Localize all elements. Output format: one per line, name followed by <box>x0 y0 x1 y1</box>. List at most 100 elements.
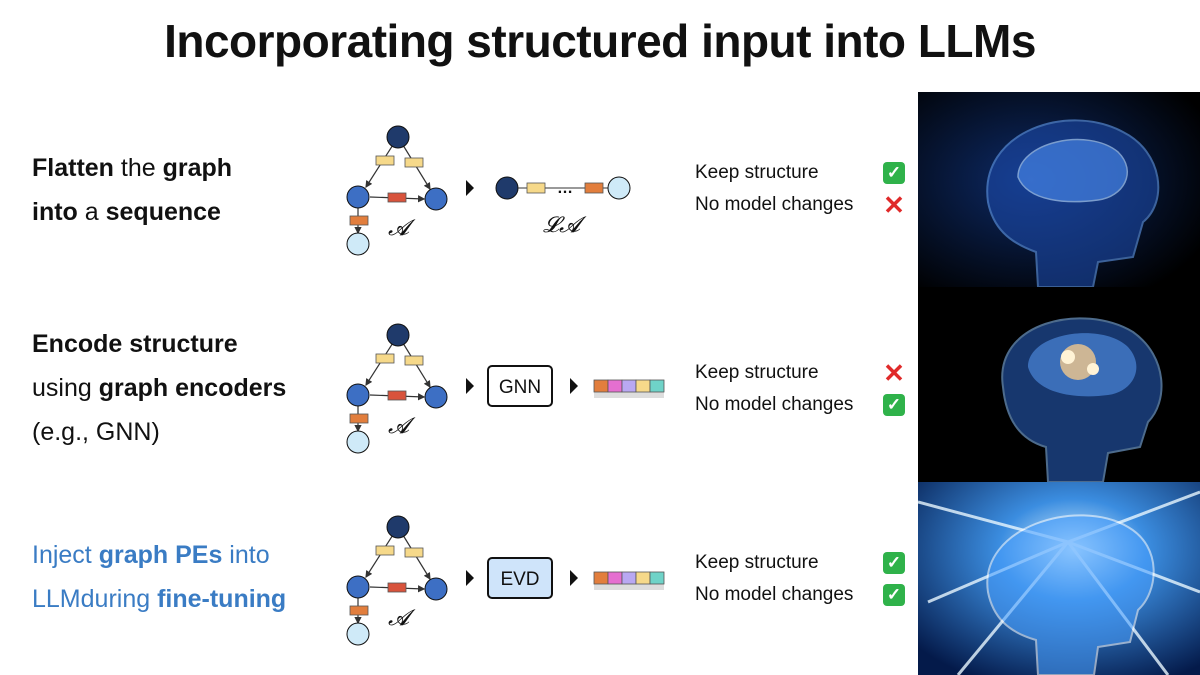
edge-token <box>349 413 369 424</box>
gnn-encoder-label: GNN <box>499 377 541 398</box>
graph-node <box>424 577 448 601</box>
edge-token <box>375 155 395 166</box>
description-line: into a sequence <box>32 190 232 234</box>
graph-node <box>386 515 410 539</box>
keep-structure-row: Keep structure ✕ <box>695 357 905 389</box>
description-segment: Inject <box>32 541 99 569</box>
description-line: Encode structure <box>32 322 286 366</box>
graph-node <box>346 430 370 454</box>
no-model-changes-mark: ✕ <box>883 190 905 220</box>
edge-token <box>387 192 407 203</box>
graph-node <box>346 232 370 256</box>
edge-token <box>404 547 424 558</box>
evd-encoder-label: EVD <box>500 569 539 590</box>
embedding-cell <box>607 571 623 585</box>
embedding-cell <box>649 379 665 393</box>
edge-token <box>387 582 407 593</box>
description-line: using graph encoders <box>32 366 286 410</box>
arrow-icon <box>570 570 578 586</box>
description-segment: graph PEs <box>98 541 223 569</box>
row-3-diagram: 𝓐 EVD <box>346 515 665 646</box>
diagram-canvas: 𝓐 … 𝓛𝓐 𝓐 GNN 𝓐 EVD <box>346 125 665 646</box>
graph-label: 𝓐 <box>388 216 416 241</box>
row-2-diagram: 𝓐 GNN <box>346 323 665 454</box>
embedding-shadow <box>594 392 664 398</box>
graph-node <box>346 383 370 407</box>
no-model-changes-mark: ✓ <box>883 394 905 416</box>
brain-image-glowing <box>918 287 1200 482</box>
evd-encoder-box <box>487 557 553 599</box>
sequence-token <box>584 182 604 194</box>
description-segment: graph <box>162 154 233 182</box>
graph-node <box>346 622 370 646</box>
graph-node <box>346 575 370 599</box>
description-segment: into <box>222 541 270 569</box>
description-segment: Encode structure <box>32 330 238 358</box>
keep-structure-row: Keep structure ✓ <box>695 157 905 189</box>
arrow-icon <box>570 378 578 394</box>
row-1-diagram: 𝓐 … 𝓛𝓐 <box>346 125 631 256</box>
keep-structure-mark: ✓ <box>883 162 905 184</box>
graph-node <box>386 125 410 149</box>
description-line: Flatten the graph <box>32 146 232 190</box>
keep-structure-mark: ✕ <box>883 358 905 388</box>
embedding-cell <box>621 379 637 393</box>
graph-node <box>386 323 410 347</box>
brain-image-radiant <box>918 482 1200 675</box>
brain-image-small <box>918 92 1200 287</box>
slide-title: Incorporating structured input into LLMs <box>164 15 1036 67</box>
edge-token <box>404 157 424 168</box>
no-model-changes-mark: ✓ <box>883 584 905 606</box>
edge-token <box>349 605 369 616</box>
keep-structure-label: Keep structure <box>695 362 819 383</box>
row-2-description: Encode structure using graph encoders (e.g… <box>32 322 286 454</box>
sequence-token <box>526 182 546 194</box>
row-1-properties: Keep structure ✓ No model changes ✕ <box>695 157 905 221</box>
description-segment: into <box>32 198 78 226</box>
keep-structure-mark: ✓ <box>883 552 905 574</box>
gnn-encoder-box <box>487 365 553 407</box>
graph-label: 𝓐 <box>388 414 416 439</box>
no-model-changes-row: No model changes ✕ <box>695 189 905 221</box>
description-segment: the <box>113 154 163 182</box>
description-segment: sequence <box>105 198 221 226</box>
embedding-cell <box>621 571 637 585</box>
no-model-changes-label: No model changes <box>695 394 854 415</box>
graph-node <box>424 187 448 211</box>
edge-token <box>349 215 369 226</box>
row-2-properties: Keep structure ✕ No model changes ✓ <box>695 357 905 421</box>
edge-token <box>375 353 395 364</box>
sequence-label: 𝓛𝓐 <box>543 213 587 238</box>
graph-node <box>346 185 370 209</box>
embedding-cell <box>635 379 651 393</box>
sequence-ellipsis: … <box>557 180 573 197</box>
edge-token <box>375 545 395 556</box>
description-segment: (e.g., GNN) <box>32 418 160 446</box>
embedding-cell <box>593 379 609 393</box>
no-model-changes-row: No model changes ✓ <box>695 389 905 421</box>
description-line: (e.g., GNN) <box>32 410 286 454</box>
arrow-icon <box>466 180 474 196</box>
graph-node <box>424 385 448 409</box>
description-line: LLMduring fine-tuning <box>32 577 286 621</box>
description-segment: using <box>32 374 99 402</box>
description-segment: Flatten <box>32 154 114 182</box>
description-segment: fine-tuning <box>157 585 287 613</box>
row-3-properties: Keep structure ✓ No model changes ✓ <box>695 547 905 611</box>
description-segment: graph encoders <box>98 374 287 402</box>
description-line: Inject graph PEs into <box>32 533 286 577</box>
embedding-shadow <box>594 584 664 590</box>
embedding-cell <box>593 571 609 585</box>
keep-structure-label: Keep structure <box>695 162 819 183</box>
arrow-icon <box>466 378 474 394</box>
embedding-cell <box>635 571 651 585</box>
no-model-changes-row: No model changes ✓ <box>695 579 905 611</box>
keep-structure-row: Keep structure ✓ <box>695 547 905 579</box>
no-model-changes-label: No model changes <box>695 194 854 215</box>
graph-label: 𝓐 <box>388 606 416 631</box>
description-segment: LLMduring <box>32 585 158 613</box>
edge-token <box>387 390 407 401</box>
embedding-cell <box>607 379 623 393</box>
